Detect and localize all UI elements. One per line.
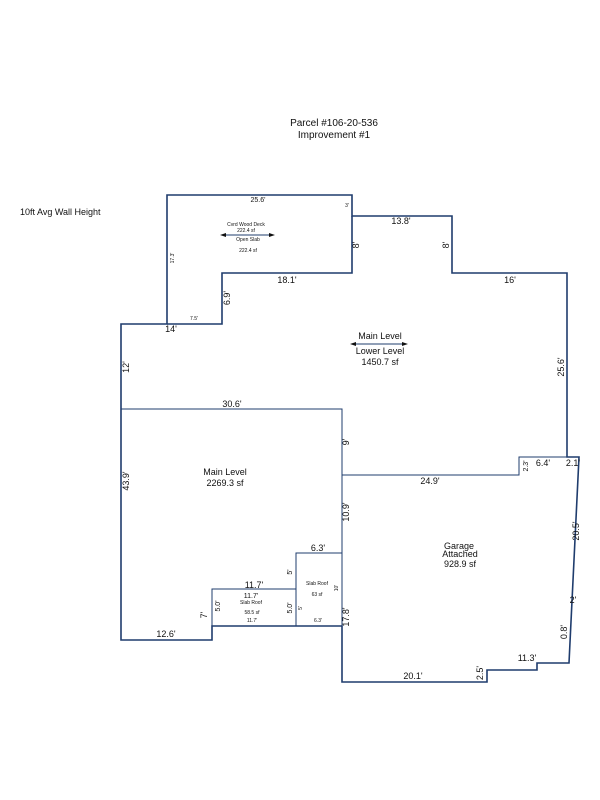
deck-sub-name: Open Slab: [236, 237, 260, 243]
wall-garage: [342, 456, 567, 476]
slab2-sf: 58.5 sf: [244, 610, 260, 616]
dim-17-3: 17.3': [170, 253, 176, 264]
dim-10-9: 10.9': [341, 502, 351, 522]
main-area-sf: 2269.3 sf: [206, 478, 244, 488]
dim-5-0b: 5.0': [287, 602, 294, 613]
deck-name: Cvrd Wood Deck: [227, 222, 265, 228]
dim-6-3: 6.3': [311, 543, 326, 553]
dim-5b: 5': [298, 606, 304, 610]
dim-2-3: 2.3': [523, 460, 530, 471]
dim-2: 2': [570, 595, 577, 605]
wall-main-lower: [121, 408, 343, 626]
dim-30-6: 30.6': [222, 399, 242, 409]
deck-sf: 222.4 sf: [237, 228, 255, 234]
dim-18-1: 18.1': [277, 275, 297, 285]
dim-8a: 8': [351, 241, 361, 248]
main-area-name: Main Level: [203, 467, 247, 477]
lower-area-sf: 1450.7 sf: [361, 357, 399, 367]
lower-area-name: Main Level: [358, 331, 402, 341]
dim-14: 14': [165, 324, 177, 334]
building-outline: [120, 194, 580, 683]
dim-11-7: 11.7': [245, 580, 264, 590]
wall-height-note: 10ft Avg Wall Height: [20, 207, 101, 217]
dim-20-5: 20.5': [571, 521, 581, 541]
wall-slab-roof-2: [211, 588, 296, 626]
dim-2-5: 2.5': [475, 666, 485, 681]
dim-11-3: 11.3': [518, 653, 537, 663]
slab1-sf: 63 sf: [312, 592, 323, 598]
dim-13-8: 13.8': [391, 216, 411, 226]
garage-area-sf: 928.9 sf: [444, 559, 477, 569]
deck-boundary: [167, 216, 353, 325]
dim-7-5: 7.5': [190, 316, 198, 322]
slab2-name: Slab Roof: [240, 600, 263, 606]
dim-7: 7': [199, 611, 209, 618]
deck-sub-sf: 222.4 sf: [239, 248, 257, 254]
garage-area-name: Garage: [444, 541, 474, 551]
parcel-number: Parcel #106-20-536: [290, 118, 378, 129]
dim-9: 9': [341, 438, 351, 445]
dim-5-0a: 5.0': [215, 600, 222, 611]
dim-8b: 8': [441, 241, 451, 248]
dim-10: 10': [334, 585, 340, 592]
dim-6-3s: 6.3': [314, 618, 322, 624]
dim-6-4: 6.4': [536, 458, 551, 468]
dim-25-6-right: 25.6': [556, 357, 566, 377]
lower-arrow-head-left: [350, 342, 356, 346]
dim-16: 16': [504, 275, 516, 285]
dim-3: 3': [345, 203, 349, 209]
improvement-label: Improvement #1: [297, 130, 371, 141]
lower-area-sub: Lower Level: [356, 346, 405, 356]
garage-area-sub: Attached: [442, 549, 478, 559]
dim-11-7c: 11.7': [247, 618, 257, 624]
dim-12-6: 12.6': [156, 629, 176, 639]
slab1-name: Slab Roof: [306, 581, 329, 587]
dim-6-9: 6.9': [222, 291, 232, 306]
dim-43-9: 43.9': [121, 471, 131, 491]
wall-slab-roof-1: [295, 552, 342, 626]
dim-17-8: 17.8': [341, 607, 351, 627]
dim-5a: 5': [287, 569, 294, 574]
dim-0-8: 0.8': [559, 625, 569, 640]
deck-arrow-head-left: [220, 233, 226, 237]
dim-24-9: 24.9': [420, 476, 440, 486]
dim-2-1: 2.1': [566, 458, 581, 468]
dim-12: 12': [121, 361, 131, 373]
deck-arrow-head-right: [269, 233, 275, 237]
lower-arrow-head-right: [402, 342, 408, 346]
dim-11-7b: 11.7': [244, 593, 258, 600]
dim-25-6-top: 25.6': [251, 197, 266, 204]
dim-20-1: 20.1': [403, 671, 423, 681]
